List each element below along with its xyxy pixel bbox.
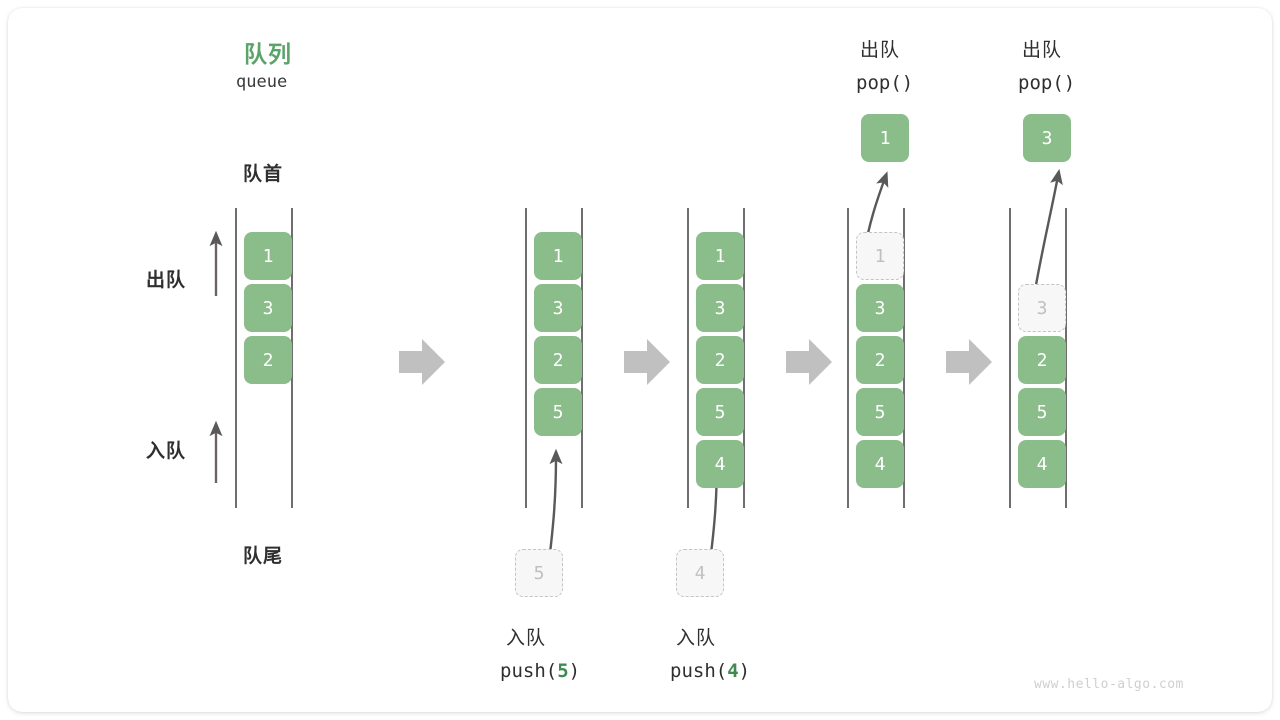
queue-cell: 5 — [856, 388, 904, 436]
queue-cell: 3 — [244, 284, 292, 332]
diagram-overlay — [209, 168, 1067, 563]
queue-cell: 1 — [244, 232, 292, 280]
diagram-title-en: queue — [236, 72, 288, 92]
popped-cell: 3 — [1023, 114, 1071, 162]
outgoing-ghost-cell: 1 — [856, 232, 904, 280]
push5-code-suffix: ) — [568, 660, 581, 682]
enqueue-direction-label: 入队 — [146, 441, 187, 462]
queue-cell: 5 — [696, 388, 744, 436]
queue-cell: 2 — [1018, 336, 1066, 384]
push5-label-code: push(5) — [500, 660, 580, 682]
outgoing-ghost-cell: 3 — [1018, 284, 1066, 332]
incoming-ghost-cell: 5 — [515, 549, 563, 597]
push4-label-cn: 入队 — [676, 628, 717, 649]
pop3-label-code: pop() — [1018, 72, 1076, 94]
queue-cell: 4 — [856, 440, 904, 488]
push4-code-suffix: ) — [738, 660, 751, 682]
queue-cell: 3 — [534, 284, 582, 332]
queue-cell: 2 — [244, 336, 292, 384]
push4-label-code: push(4) — [670, 660, 750, 682]
push5-label-cn: 入队 — [506, 628, 547, 649]
queue-cell: 2 — [696, 336, 744, 384]
queue-cell: 3 — [856, 284, 904, 332]
push-arrows — [547, 448, 724, 563]
front-label: 队首 — [243, 164, 284, 185]
queue-cell: 3 — [696, 284, 744, 332]
queue-cell: 5 — [534, 388, 582, 436]
push5-code-prefix: push( — [500, 660, 558, 682]
diagram-title-cn: 队列 — [244, 41, 292, 67]
queue-cell: 5 — [1018, 388, 1066, 436]
queue-cell: 1 — [696, 232, 744, 280]
dequeue-direction-label: 出队 — [146, 270, 187, 291]
rear-label: 队尾 — [243, 546, 284, 567]
diagram-card: 队列 queue 队首 队尾 出队 入队 1 3 2 1 3 2 5 5 入队 … — [8, 8, 1272, 712]
diagram-stage: 队列 queue 队首 队尾 出队 入队 1 3 2 1 3 2 5 5 入队 … — [8, 8, 1272, 712]
queue-cell: 2 — [534, 336, 582, 384]
pop1-label-cn: 出队 — [860, 40, 901, 61]
pop3-label-cn: 出队 — [1022, 40, 1063, 61]
queue-cell: 4 — [1018, 440, 1066, 488]
watermark: www.hello-algo.com — [1034, 677, 1184, 692]
push4-code-prefix: push( — [670, 660, 728, 682]
queue-cell: 4 — [696, 440, 744, 488]
pop1-label-code: pop() — [856, 72, 914, 94]
queue-rails — [235, 208, 1067, 508]
push5-code-arg: 5 — [557, 660, 569, 682]
queue-cell: 2 — [856, 336, 904, 384]
push4-code-arg: 4 — [727, 660, 739, 682]
queue-cell: 1 — [534, 232, 582, 280]
popped-cell: 1 — [861, 114, 909, 162]
incoming-ghost-cell: 4 — [676, 549, 724, 597]
